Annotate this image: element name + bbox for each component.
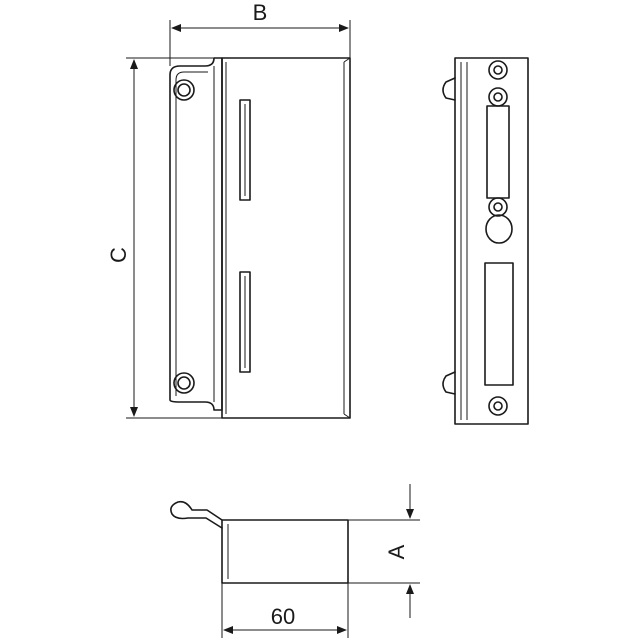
side-body [454,57,529,425]
fastener-upper [488,87,508,107]
dimension-label-a: A [384,544,409,559]
box-body [221,57,351,419]
side-window-upper [486,105,510,199]
screw-hole-bottom [173,372,195,394]
slot-upper [239,99,251,201]
fastener-bottom [488,396,508,416]
flange-inner-edge [175,71,208,396]
top-box [221,519,349,584]
side-view [442,57,529,425]
dimension-b [169,20,351,66]
top-view [170,500,349,584]
dimension-label-b: B [253,0,268,25]
dimension-label-c: C [106,247,131,263]
slot-lower [239,271,251,373]
front-view [169,57,351,419]
side-window-lower [484,262,514,386]
screw-hole-top [173,79,195,101]
cylinder-hole [485,214,513,244]
dimension-c [126,57,222,419]
side-hook-top [442,77,456,101]
top-flange [170,500,223,529]
side-hook-bottom [442,371,456,395]
dimension-label-width: 60 [271,604,295,629]
fastener-top [488,60,508,80]
dimension-60 [221,583,349,638]
dimension-a [348,484,420,618]
fastener-middle [488,197,508,217]
